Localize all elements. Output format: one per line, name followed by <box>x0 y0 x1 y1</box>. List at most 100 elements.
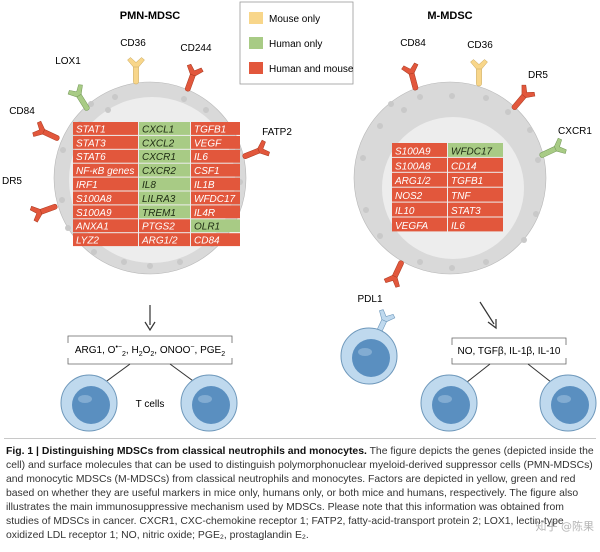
m-mdsc-gene-label: S100A9 <box>395 146 431 157</box>
pmn-cell-bg <box>191 163 240 177</box>
pmn-cell-bg <box>73 233 138 247</box>
pmn-gene-label: CXCR2 <box>142 166 176 177</box>
m-mdsc-cell-bg <box>448 157 503 172</box>
cd36-m-receptor <box>470 59 488 87</box>
m-mdsc-cell-bg <box>392 217 447 232</box>
pmn-gene-label: ARG1/2 <box>141 236 178 247</box>
legend-swatch-human-and-mouse <box>249 62 263 74</box>
pmn-cell-bg <box>191 205 240 219</box>
m-mdsc-factors: NO, TGFβ, IL-1β, IL-10 <box>457 346 560 357</box>
pmn-cell-bg <box>191 177 240 191</box>
pmn-cell-bg <box>191 233 240 247</box>
t-cell-m-right <box>539 374 597 432</box>
pdl1-label: PDL1 <box>357 294 382 305</box>
pmn-gene-label: PTGS2 <box>142 222 175 233</box>
pmn-gene-label: S100A8 <box>76 194 112 205</box>
m-mdsc-gene-label: CD14 <box>451 161 477 172</box>
dr5-pmn-receptor <box>28 197 61 224</box>
pmn-gene-label: WFDC17 <box>194 194 236 205</box>
pmn-cell-bg <box>139 177 190 191</box>
dr5-m-label: DR5 <box>528 70 548 81</box>
pmn-gene-label: STAT3 <box>76 138 106 149</box>
m-mdsc-gene-label: WFDC17 <box>451 146 493 157</box>
t-cell-left <box>60 374 118 432</box>
m-mdsc-gene-label: VEGFA <box>395 221 428 232</box>
pmn-cell-bg <box>73 149 138 163</box>
caption-title: Distinguishing MDSCs from classical neut… <box>41 446 367 457</box>
m-mdsc-gene-label: STAT3 <box>451 206 481 217</box>
m-mdsc-cell-bg <box>448 187 503 202</box>
pmn-cell-bg <box>73 135 138 149</box>
cd244-label: CD244 <box>180 43 212 54</box>
pmn-gene-label: STAT1 <box>76 124 106 135</box>
pmn-cell-bg <box>191 149 240 163</box>
fatp2-label: FATP2 <box>262 127 292 138</box>
legend-swatch-human-only <box>249 37 263 49</box>
watermark: 知乎 @陈果 <box>535 520 595 533</box>
cd36-pmn-receptor <box>127 57 145 85</box>
pmn-gene-label: TREM1 <box>142 208 176 219</box>
mdsc-figure: Mouse only Human only Human and mouse PM… <box>2 1 597 432</box>
pmn-factors-bracket <box>67 335 233 343</box>
m-mdsc-cell-bg <box>448 172 503 187</box>
m-mdsc-gene-label: S100A8 <box>395 161 431 172</box>
m-mdsc-gene-label: TNF <box>451 191 471 202</box>
dr5-pmn-label: DR5 <box>2 176 22 187</box>
t-cells-label: T cells <box>136 399 165 410</box>
cd84-m-label: CD84 <box>400 38 426 49</box>
pmn-cell-bg <box>139 233 190 247</box>
pmn-cell-bg <box>139 219 190 233</box>
t-cell-m-left <box>420 374 478 432</box>
caption-body: The figure depicts the genes (depicted i… <box>6 446 594 541</box>
pmn-cell-bg <box>191 135 240 149</box>
cd36-m-label: CD36 <box>467 40 493 51</box>
m-mdsc-gene-label: IL6 <box>451 221 465 232</box>
pmn-gene-label: NF-κB genes <box>76 166 134 177</box>
pmn-cell-bg <box>191 219 240 233</box>
legend-label-mouse-only: Mouse only <box>269 14 320 25</box>
m-mdsc-cell-bg <box>392 157 447 172</box>
legend: Mouse only Human only Human and mouse <box>239 1 354 85</box>
pmn-cell-bg <box>191 122 240 135</box>
pmn-gene-label: STAT6 <box>76 152 106 163</box>
cd84-pmn-receptor <box>30 119 64 148</box>
legend-label-human-only: Human only <box>269 39 322 50</box>
legend-label-human-and-mouse: Human and mouse <box>269 64 354 75</box>
m-mdsc-title: M-MDSC <box>427 10 472 22</box>
legend-swatch-mouse-only <box>249 12 263 24</box>
m-mdsc-cell-bg <box>392 143 447 157</box>
pmn-cell-bg <box>73 122 138 135</box>
pmn-gene-label: ANXA1 <box>75 222 109 233</box>
m-mdsc-factors-bracket <box>451 337 567 345</box>
pmn-cell-bg <box>139 122 190 135</box>
pmn-cell-bg <box>139 149 190 163</box>
pmn-gene-label: IRF1 <box>76 180 98 191</box>
pmn-cell-bg <box>73 163 138 177</box>
m-mdsc-cell-bg <box>448 217 503 232</box>
m-mdsc-cell-bg <box>392 187 447 202</box>
pmn-cell-bg <box>191 191 240 205</box>
m-mdsc-cell-bg <box>392 202 447 217</box>
pmn-gene-label: CD84 <box>194 236 220 247</box>
pmn-factors: ARG1, O•−2, H2O2, ONOO−, PGE2 <box>75 344 225 358</box>
pmn-cell-bg <box>139 191 190 205</box>
t-cell-pdl1-target <box>340 327 398 385</box>
m-mdsc-gene-label: ARG1/2 <box>394 176 431 187</box>
pmn-cell-bg <box>139 205 190 219</box>
pmn-gene-label: CXCL2 <box>142 138 175 149</box>
pmn-gene-label: IL8 <box>142 180 156 191</box>
pmn-cell-bg <box>73 191 138 205</box>
pmn-cell-bg <box>139 163 190 177</box>
pmn-gene-label: VEGF <box>194 138 222 149</box>
m-mdsc-gene-label: IL10 <box>395 206 415 217</box>
m-mdsc-gene-label: NOS2 <box>395 191 423 202</box>
pmn-gene-label: LYZ2 <box>76 236 99 247</box>
caption-label: Fig. 1 | <box>6 446 42 457</box>
pmn-gene-label: IL4R <box>194 208 215 219</box>
cd84-pmn-label: CD84 <box>9 106 35 117</box>
pmn-gene-label: CSF1 <box>194 166 220 177</box>
pmn-gene-label: IL1B <box>194 180 215 191</box>
cxcr1-label: CXCR1 <box>558 126 592 137</box>
